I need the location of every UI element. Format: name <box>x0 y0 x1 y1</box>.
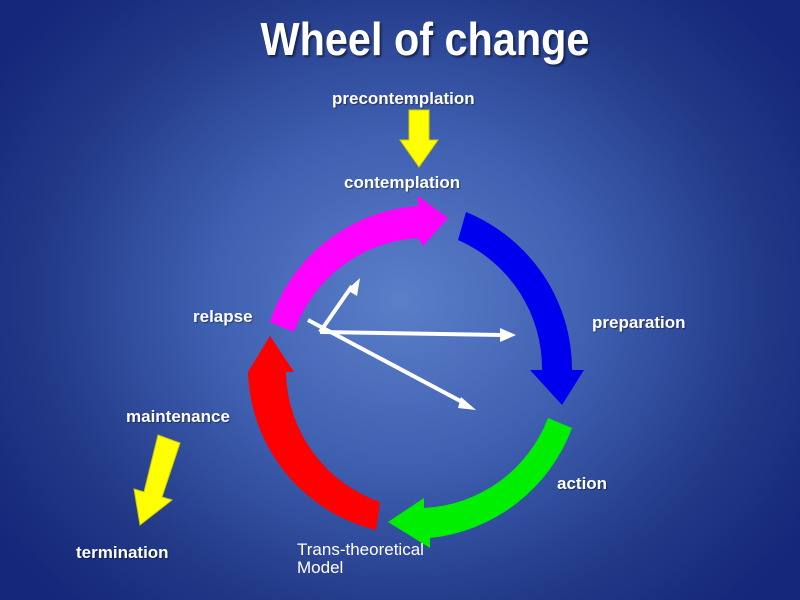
model-label-line2: Model <box>297 558 344 577</box>
pointer-arrows <box>307 278 516 410</box>
page-title: Wheel of change <box>260 13 590 65</box>
green-arrow <box>388 418 572 548</box>
stage-preparation: preparation <box>592 313 686 332</box>
stage-termination: termination <box>76 543 169 562</box>
stage-maintenance: maintenance <box>126 407 230 426</box>
termination-exit-arrow <box>133 434 181 526</box>
blue-arrow <box>458 212 584 405</box>
stage-precontemplation: precontemplation <box>332 89 475 108</box>
stage-contemplation: contemplation <box>344 173 461 192</box>
stage-relapse: relapse <box>193 307 253 326</box>
model-label-line1: Trans-theoretical <box>297 540 424 559</box>
red-arrow <box>248 336 380 530</box>
precontemplation-entry-arrow <box>399 109 439 168</box>
model-label: Trans-theoretical Model <box>297 541 424 577</box>
stage-action: action <box>557 474 608 493</box>
magenta-arrow <box>270 196 448 332</box>
